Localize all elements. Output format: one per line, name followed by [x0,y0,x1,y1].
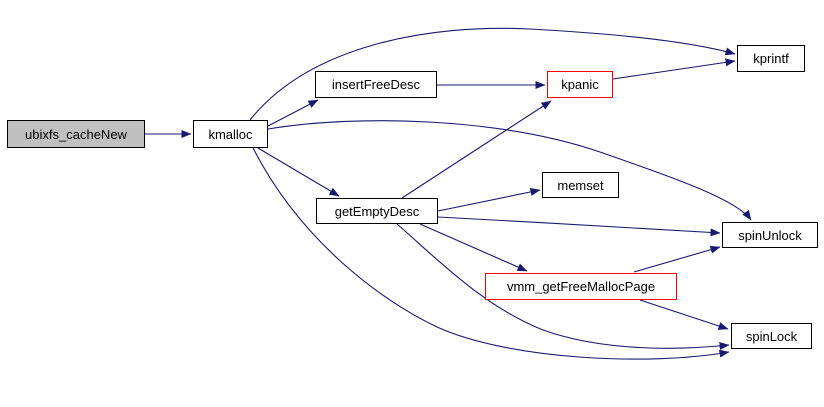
node-getemptydesc[interactable]: getEmptyDesc [316,198,438,224]
edge-getEmptyDesc-memset [437,187,541,212]
node-label: kpanic [561,77,599,92]
node-spinunlock[interactable]: spinUnlock [722,222,818,248]
edge-kmalloc-kprintf [249,27,736,121]
node-label: kmalloc [208,126,253,142]
node-spinlock[interactable]: spinLock [731,323,812,349]
node-insertfreedesc[interactable]: insertFreeDesc [315,71,437,98]
node-ubixfs-cachenew: ubixfs_cacheNew [7,120,145,148]
node-kmalloc[interactable]: kmalloc [193,120,268,148]
node-kprintf[interactable]: kprintf [737,45,805,72]
edge-vmm_getFreeMallocPage-spinLock [639,299,729,330]
edge-kpanic-kprintf [612,58,736,80]
node-vmm-getfreemallocpage[interactable]: vmm_getFreeMallocPage [485,273,677,300]
node-kpanic[interactable]: kpanic [547,71,613,98]
edge-getEmptyDesc-kpanic [401,100,552,199]
node-label: insertFreeDesc [331,77,421,92]
edge-vmm_getFreeMallocPage-spinUnlock [633,245,721,273]
edge-kmalloc-getEmptyDesc [257,147,340,197]
node-label: vmm_getFreeMallocPage [506,279,656,294]
node-label: getEmptyDesc [334,203,420,219]
node-memset[interactable]: memset [542,172,619,198]
node-label: memset [557,177,604,193]
node-label: ubixfs_cacheNew [25,126,127,142]
edge-kmalloc-insertFreeDesc [267,99,319,127]
edge-kmalloc-spinUnlock [267,120,752,221]
node-label: spinLock [745,328,798,344]
edge-getEmptyDesc-spinLock [396,223,730,350]
node-label: spinUnlock [738,227,802,243]
edge-kmalloc-spinLock [252,147,730,360]
edge-getEmptyDesc-spinUnlock [437,216,721,237]
edge-getEmptyDesc-vmm_getFreeMallocPage [419,223,528,272]
node-label: kprintf [753,51,789,66]
